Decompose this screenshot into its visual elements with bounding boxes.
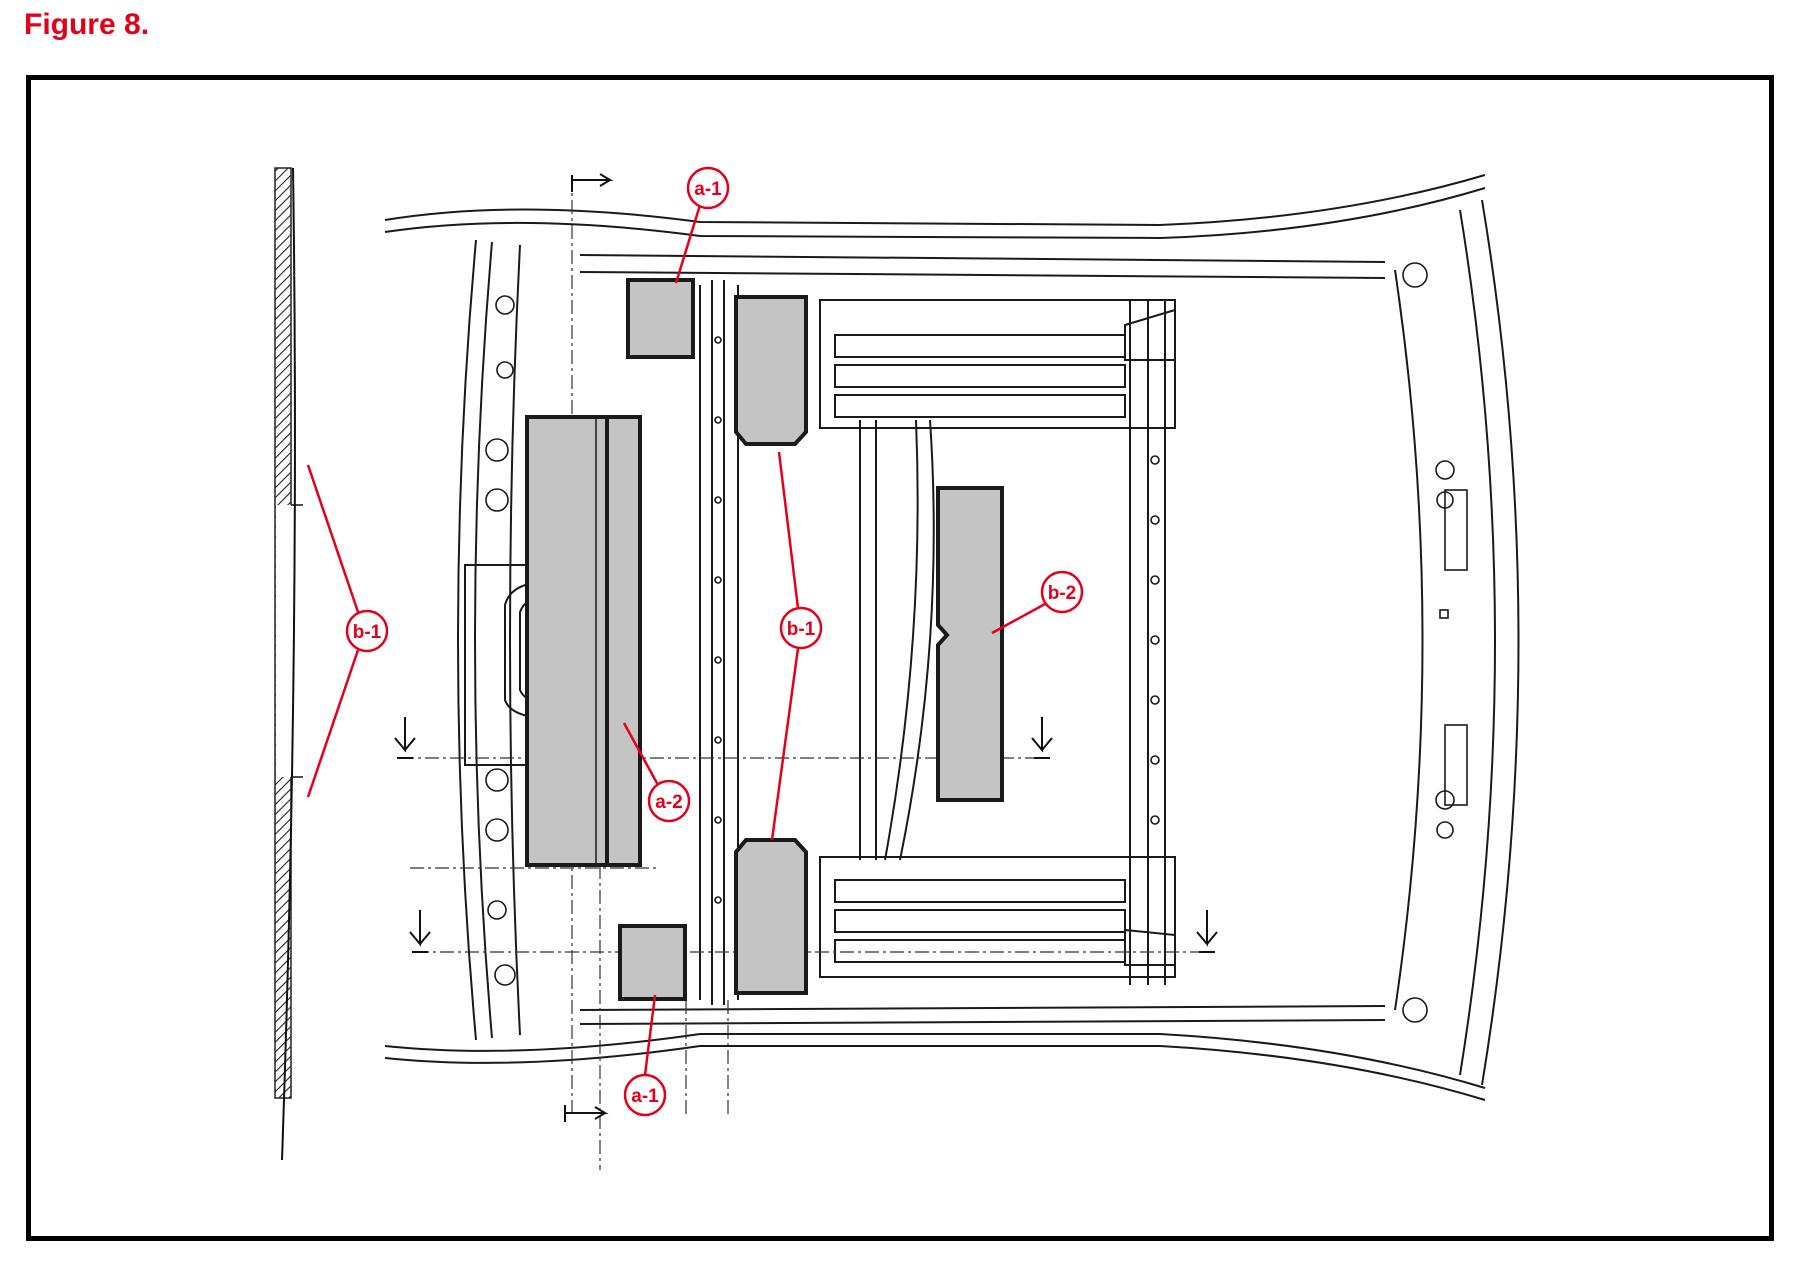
pad-b1-bottom (734, 838, 808, 995)
callout-b2: b-2 (991, 570, 1084, 635)
center-rails (859, 300, 1166, 985)
section-markers (394, 173, 1218, 1122)
callout-label-b1-left: b-1 (353, 622, 382, 643)
pad-a1-top (626, 278, 695, 359)
callout-b1-center: b-1 (770, 451, 823, 841)
pad-b2 (936, 486, 1004, 802)
roof-outline (384, 174, 1520, 1101)
callout-label-a2: a-2 (655, 792, 682, 813)
callout-label-a1-bottom: a-1 (631, 1086, 659, 1107)
callout-a1-top: a-1 (674, 166, 730, 284)
callout-a2: a-2 (622, 722, 691, 823)
callout-label-a1-top: a-1 (694, 179, 722, 200)
pad-a1-bottom (618, 924, 687, 1001)
pad-a2 (525, 415, 642, 867)
front-cross-member (699, 280, 739, 1005)
callout-a1-bottom: a-1 (623, 994, 667, 1117)
rail-detail-holes (485, 262, 1468, 1023)
windshield-section (274, 167, 303, 1161)
pad-b1-top (734, 295, 808, 446)
sunroof-rail-top (819, 299, 1176, 429)
callout-b1-left: b-1 (306, 464, 389, 798)
callout-label-b1-center: b-1 (787, 619, 816, 640)
callout-label-b2: b-2 (1048, 583, 1077, 604)
sunroof-rail-bottom (819, 856, 1176, 978)
figure-title: Figure 8. (24, 8, 150, 41)
